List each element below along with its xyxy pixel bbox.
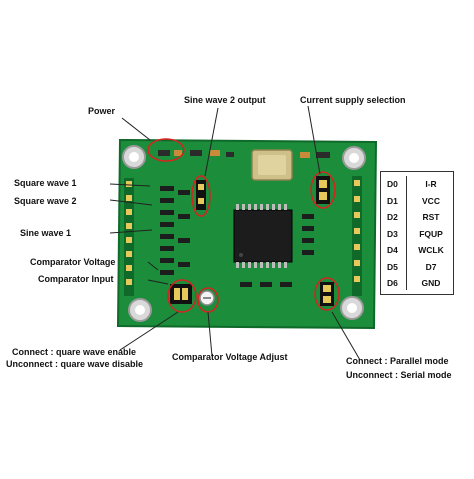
pin-label: D0 [387, 179, 398, 189]
sine-wave-2-header [196, 180, 206, 210]
pin-table-row: D0 I-R [381, 177, 455, 192]
callout-sine-wave-1: Sine wave 1 [20, 228, 72, 238]
pin-label: D2 [387, 212, 398, 222]
ad9850-chip [233, 204, 293, 268]
passive-components-left [160, 186, 190, 275]
leader-lines [109, 105, 361, 361]
signal-label: GND [421, 278, 441, 288]
pin-table-row: D5 D7 [381, 260, 455, 275]
callout-unconnect-serial: Unconnect : Serial mode [346, 370, 452, 380]
pin-label: D4 [387, 245, 398, 255]
signal-label: RST [422, 212, 440, 222]
current-supply-jumper [316, 176, 330, 204]
pin-label: D5 [387, 261, 398, 272]
callout-unconnect-square-wave: Unconnect : quare wave disable [6, 359, 144, 369]
signal-label: D7 [425, 261, 437, 272]
pin-table-row: D2 RST [381, 210, 455, 225]
signal-label: I-R [425, 179, 437, 189]
callout-sine-wave-2-output: Sine wave 2 output [184, 95, 266, 105]
pin-label: D3 [387, 228, 398, 239]
pin-table-row: D6 GND [381, 276, 455, 291]
signal-label: VCC [422, 195, 440, 206]
mode-jumper [320, 282, 334, 306]
callout-square-wave-2: Square wave 2 [14, 196, 77, 206]
left-header [124, 178, 134, 296]
crystal-oscillator [251, 149, 293, 181]
top-components [158, 150, 330, 158]
pin-table-row: D3 FQUP [381, 227, 455, 242]
pin-table-row: D1 VCC [381, 194, 455, 209]
pin-table-divider [406, 176, 407, 290]
signal-label: FQUP [419, 228, 443, 239]
callout-comparator-voltage-adjust: Comparator Voltage Adjust [172, 352, 288, 362]
callout-square-wave-1: Square wave 1 [14, 178, 77, 188]
passive-components-right [240, 214, 314, 287]
data-header [352, 176, 362, 296]
pin-label: D6 [387, 278, 398, 288]
callout-comparator-voltage: Comparator Voltage [30, 257, 116, 267]
pin-label: D1 [387, 195, 398, 206]
callout-connect-square-wave: Connect : quare wave enable [12, 347, 137, 357]
comparator-area [170, 284, 215, 306]
signal-label: WCLK [418, 245, 444, 255]
annotation-markers [147, 138, 340, 313]
pin-table-row: D4 WCLK [381, 243, 455, 258]
callout-current-supply-selection: Current supply selection [300, 95, 406, 105]
callout-comparator-input: Comparator Input [38, 274, 114, 284]
callout-power: Power [88, 106, 116, 116]
pcb-board [116, 138, 378, 330]
callout-connect-parallel: Connect : Parallel mode [346, 356, 449, 366]
